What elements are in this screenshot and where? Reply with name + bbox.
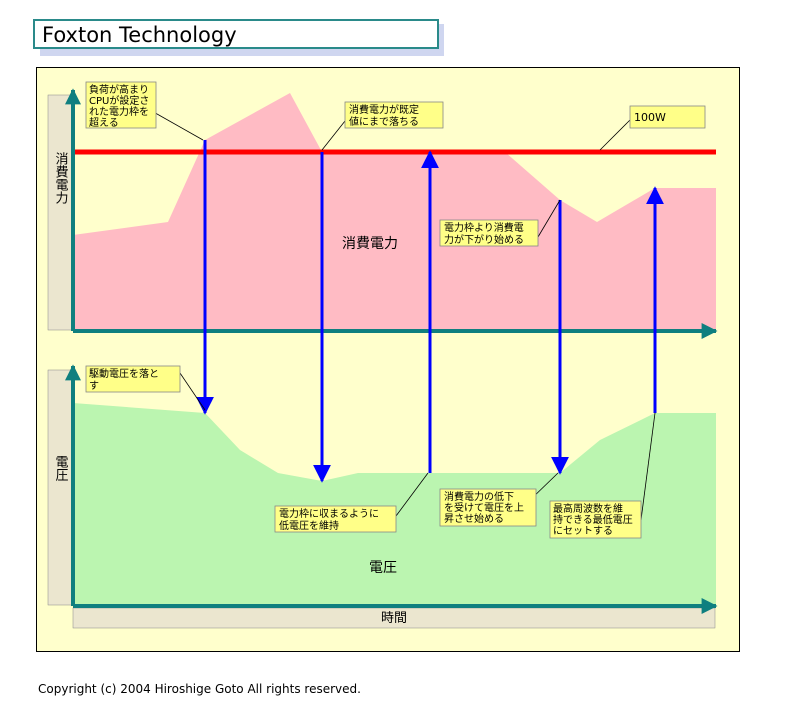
voltage-axis-band [47, 369, 73, 606]
callout-power-drop-start [439, 219, 539, 247]
callout-power-drops [344, 101, 444, 129]
callout-power-drops-text: 消費電力が既定 値にまで落ちる [349, 103, 422, 128]
callout-100w [629, 105, 706, 129]
callout-hold-low-voltage-text: 電力枠に収まるように 低電圧を維持 [279, 507, 382, 532]
power-area-label: 消費電力 [342, 236, 398, 252]
callout-raise-voltage [439, 488, 537, 527]
voltage-area [73, 403, 716, 606]
power-axis-label: 消費電力 [53, 152, 69, 205]
callout-lower-voltage-text: 駆動電圧を落と す [89, 367, 162, 392]
callout-raise-voltage-text: 消費電力の低下 を受けて電圧を上 昇させ始める [444, 490, 527, 525]
voltage-axis-label: 電圧 [53, 455, 69, 481]
callout-lower-voltage [85, 365, 181, 393]
voltage-area-label: 電圧 [369, 560, 397, 576]
callout-hold-low-voltage [274, 505, 397, 533]
title-box: Foxton Technology [33, 19, 439, 49]
callout-set-min-voltage [549, 500, 642, 539]
limit-label: 100W [634, 111, 666, 124]
power-axis-band [47, 94, 73, 331]
callout-power-exceeds-text: 負荷が高まり CPUが設定さ れた電力枠を 超える [89, 83, 153, 129]
callout-power-drop-start-text: 電力枠より消費電 力が下がり始める [444, 221, 527, 246]
power-consumption-area [73, 93, 716, 331]
time-axis-label: 時間 [381, 611, 407, 626]
copyright-notice: Copyright (c) 2004 Hiroshige Goto All ri… [38, 682, 361, 696]
page-title: Foxton Technology [42, 23, 237, 47]
callout-set-min-voltage-text: 最高周波数を維 持できる最低電圧 にセットする [553, 502, 636, 537]
callout-power-exceeds [85, 81, 157, 129]
